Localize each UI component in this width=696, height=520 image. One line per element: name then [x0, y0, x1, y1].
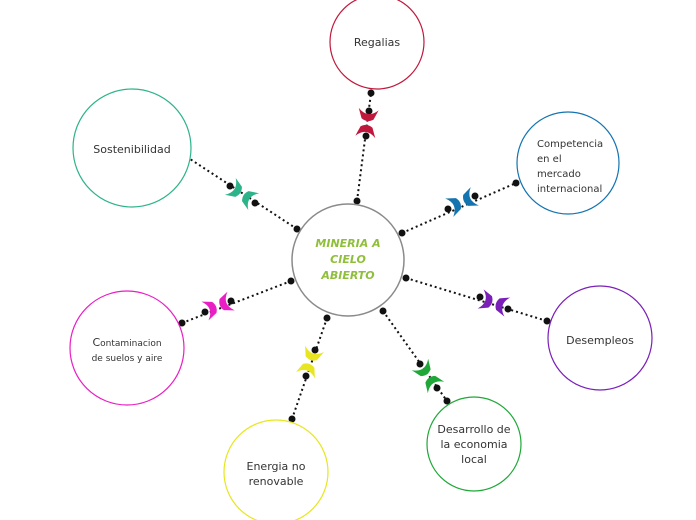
node-energia[interactable]	[223, 419, 329, 520]
link-marker-energia[interactable]	[295, 345, 325, 379]
link-marker-contaminacion[interactable]	[201, 291, 235, 321]
center-node[interactable]	[291, 203, 405, 317]
link-marker-desarrollo[interactable]	[411, 358, 445, 394]
node-desarrollo[interactable]	[426, 396, 522, 492]
node-desempleos-label: Desempleos	[566, 334, 634, 347]
marker-left-wing	[355, 124, 376, 139]
connector-sostenibilidad	[186, 156, 298, 230]
center-node-label: MINERIA A CIELO ABIERTO	[315, 237, 381, 282]
node-energia-label: Energia no renovable	[246, 460, 306, 488]
node-competencia[interactable]	[516, 111, 620, 215]
node-contaminacion-label: Contaminacion de suelos y aire	[91, 336, 163, 364]
link-marker-desempleos[interactable]	[477, 289, 511, 317]
marker-right-wing	[358, 107, 379, 122]
node-competencia-label: Competencia en el mercado internacional	[537, 139, 604, 195]
connector-desempleos	[405, 277, 548, 322]
link-marker-regalias[interactable]	[355, 107, 379, 139]
node-sostenibilidad[interactable]	[72, 88, 192, 208]
node-regalias-label: Regalias	[353, 36, 401, 49]
node-contaminacion[interactable]	[69, 290, 185, 406]
node-desempleos[interactable]	[547, 285, 653, 391]
node-regalias[interactable]	[329, 0, 425, 90]
connector-contaminacion	[181, 280, 292, 324]
node-desarrollo-label: Desarrollo de la economia local	[437, 423, 511, 466]
connector-competencia	[401, 182, 517, 234]
link-marker-competencia[interactable]	[445, 187, 479, 217]
link-marker-sostenibilidad[interactable]	[224, 177, 260, 211]
node-sostenibilidad-label: Sostenibilidad	[93, 143, 171, 156]
connector-desarrollo	[382, 310, 448, 402]
